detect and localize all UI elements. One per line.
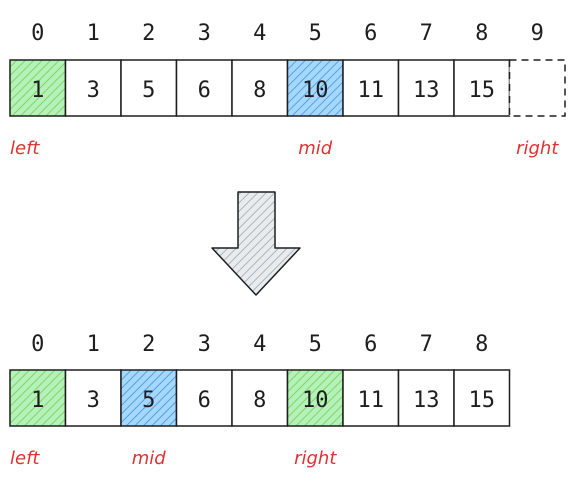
index-label: 9 — [531, 21, 544, 46]
array-cell — [286, 59, 344, 117]
cell-value: 5 — [142, 388, 155, 413]
cell-value: 5 — [142, 78, 155, 103]
cell-value: 15 — [469, 388, 496, 413]
index-label: 0 — [31, 21, 44, 46]
index-label: 4 — [253, 21, 266, 46]
array-cell — [9, 369, 67, 427]
array-cell — [453, 59, 511, 117]
right-pointer-label: right — [516, 138, 559, 159]
cell-value: 1 — [31, 388, 44, 413]
index-label: 3 — [198, 21, 211, 46]
cell-value: 8 — [253, 388, 266, 413]
cell-value: 11 — [358, 78, 385, 103]
array-cell-empty — [508, 59, 566, 117]
cell-value: 6 — [198, 388, 211, 413]
array-cell — [175, 369, 233, 427]
right-pointer-label: right — [294, 448, 337, 469]
index-label: 1 — [87, 21, 100, 46]
cell-value: 11 — [358, 388, 385, 413]
cell-value: 1 — [31, 78, 44, 103]
index-label: 2 — [142, 332, 155, 357]
array-cell — [231, 369, 289, 427]
index-label: 4 — [253, 332, 266, 357]
index-label: 1 — [87, 332, 100, 357]
index-label: 7 — [420, 21, 433, 46]
array-cell — [9, 59, 67, 117]
index-label: 6 — [364, 21, 377, 46]
cell-value: 8 — [253, 78, 266, 103]
array-cell — [120, 369, 178, 427]
index-label: 8 — [475, 21, 488, 46]
index-label: 5 — [309, 21, 322, 46]
left-pointer-label: left — [10, 138, 40, 159]
array-cell — [342, 369, 400, 427]
cell-value: 6 — [198, 78, 211, 103]
index-label: 0 — [31, 332, 44, 357]
left-pointer-label: left — [10, 448, 40, 469]
cell-value: 3 — [87, 388, 100, 413]
array-cell — [342, 59, 400, 117]
index-label: 7 — [420, 332, 433, 357]
array-cell — [120, 59, 178, 117]
array-cell — [453, 369, 511, 427]
array-cell — [231, 59, 289, 117]
index-label: 5 — [309, 332, 322, 357]
mid-pointer-label: mid — [132, 448, 167, 469]
cell-value: 3 — [87, 78, 100, 103]
index-label: 3 — [198, 332, 211, 357]
array-cell — [64, 59, 122, 117]
array-cell — [397, 369, 455, 427]
cell-value: 10 — [302, 78, 329, 103]
index-label: 6 — [364, 332, 377, 357]
cell-value: 10 — [302, 388, 329, 413]
array-cell — [397, 59, 455, 117]
index-label: 2 — [142, 21, 155, 46]
cell-value: 13 — [413, 78, 440, 103]
cell-value: 15 — [469, 78, 496, 103]
index-label: 8 — [475, 332, 488, 357]
down-arrow-icon — [211, 191, 301, 296]
mid-pointer-label: mid — [298, 138, 333, 159]
cell-value: 13 — [413, 388, 440, 413]
